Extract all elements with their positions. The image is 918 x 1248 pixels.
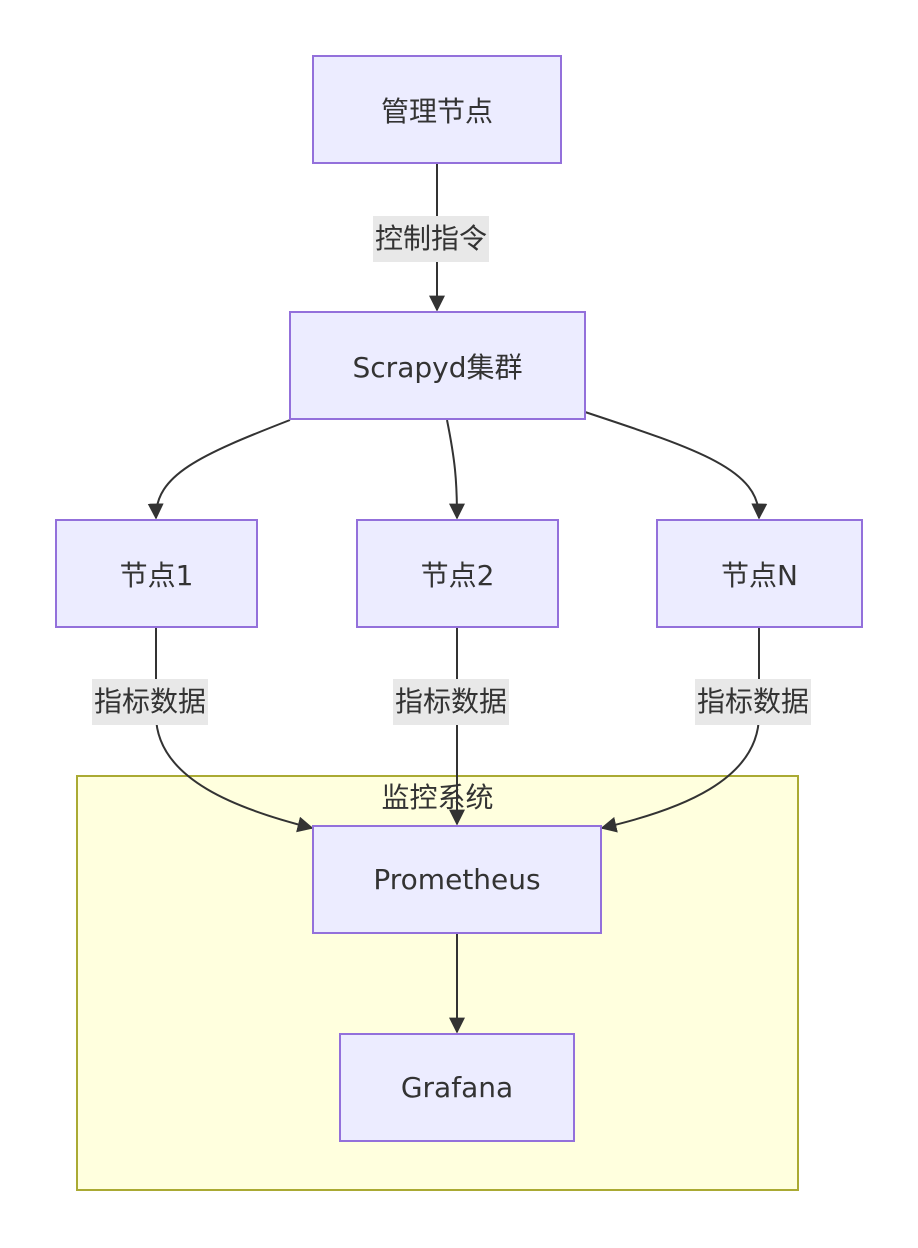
node-2-label: 节点2 xyxy=(420,558,495,592)
edge-label-control: 控制指令 xyxy=(373,216,490,262)
node-manager-label: 管理节点 xyxy=(380,94,493,128)
edge-nodeN-to-prometheus xyxy=(600,628,760,833)
edge-scrapyd-to-nodeN xyxy=(584,411,768,520)
node-2[interactable]: 节点2 xyxy=(356,519,559,628)
edge-scrapyd-to-node1 xyxy=(147,419,291,520)
node-n[interactable]: 节点N xyxy=(656,519,863,628)
node-1-label: 节点1 xyxy=(119,558,194,592)
edge-node1-to-prometheus xyxy=(155,628,314,833)
node-prometheus[interactable]: Prometheus xyxy=(312,825,602,934)
node-grafana[interactable]: Grafana xyxy=(339,1033,575,1142)
node-scrapyd-cluster-label: Scrapyd集群 xyxy=(352,350,523,384)
edge-label-metrics-node1: 指标数据 xyxy=(92,679,209,725)
node-scrapyd-cluster[interactable]: Scrapyd集群 xyxy=(289,311,586,420)
node-n-label: 节点N xyxy=(721,558,798,592)
edge-label-metrics-nodeN: 指标数据 xyxy=(695,679,812,725)
edge-label-metrics-node2: 指标数据 xyxy=(393,679,510,725)
node-1[interactable]: 节点1 xyxy=(55,519,258,628)
cluster-title: 监控系统 xyxy=(381,781,494,814)
node-prometheus-label: Prometheus xyxy=(373,863,541,896)
node-manager[interactable]: 管理节点 xyxy=(312,55,562,164)
edge-scrapyd-to-node2 xyxy=(446,419,465,520)
node-grafana-label: Grafana xyxy=(400,1071,514,1104)
